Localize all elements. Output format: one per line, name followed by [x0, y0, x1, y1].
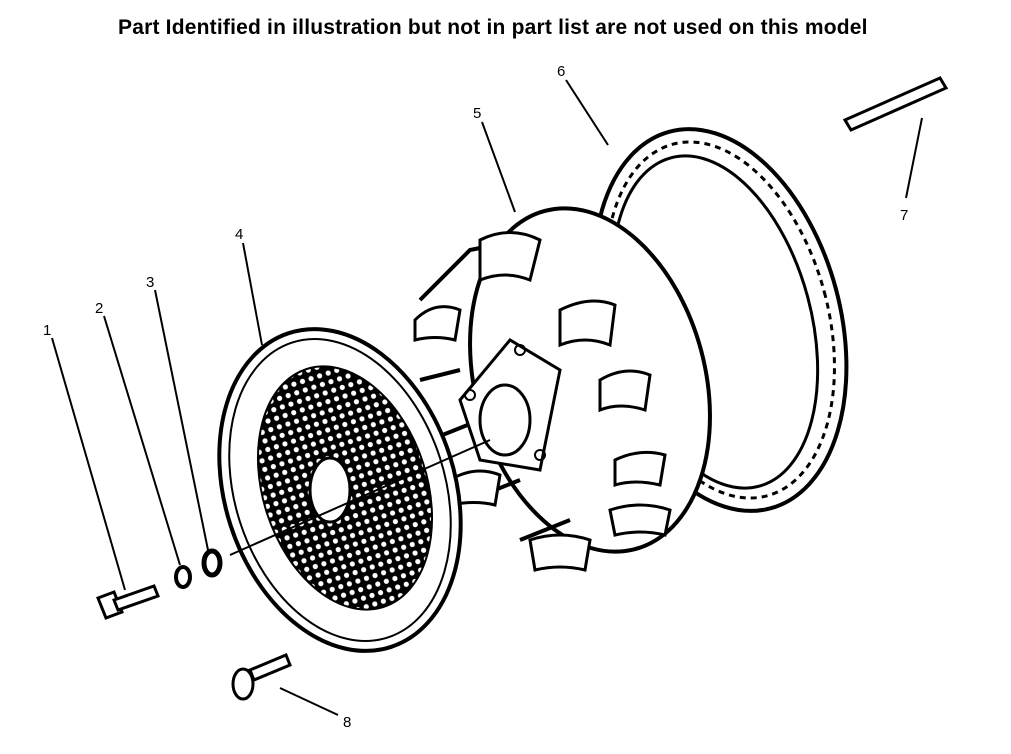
- part-fan-flywheel: [413, 206, 712, 572]
- callout-1: 1: [43, 322, 51, 339]
- callout-6: 6: [557, 63, 565, 80]
- callout-7: 7: [900, 207, 908, 224]
- part-flat-washer: [201, 548, 223, 578]
- diagram-note: Part Identified in illustration but not …: [118, 16, 868, 39]
- part-lock-washer: [174, 565, 192, 589]
- callout-4: 4: [235, 226, 243, 243]
- callout-leaders: [51, 79, 923, 716]
- part-screw: [231, 653, 292, 701]
- callout-2: 2: [95, 300, 103, 317]
- callout-3: 3: [146, 274, 154, 291]
- part-grille-screen: [217, 327, 463, 653]
- assembly-axis-line: [229, 439, 491, 556]
- part-bolt: [96, 584, 160, 620]
- part-key: [842, 76, 949, 132]
- callout-8: 8: [343, 714, 351, 731]
- callout-5: 5: [473, 105, 481, 122]
